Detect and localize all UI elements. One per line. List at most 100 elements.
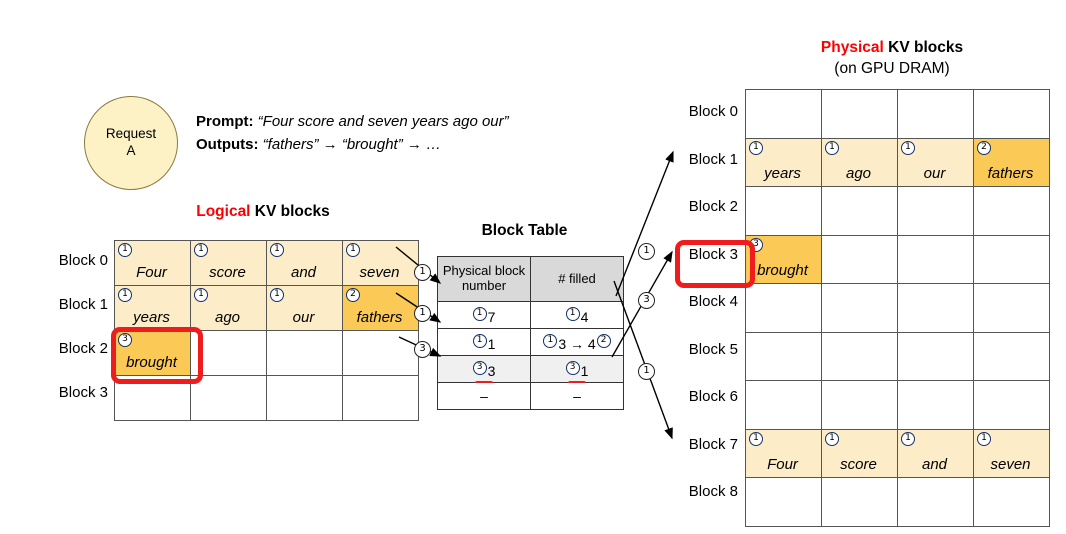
kv-token: and xyxy=(921,456,948,473)
step-number-badge: 1 xyxy=(825,431,839,446)
logical-row xyxy=(114,375,419,421)
cell-inner xyxy=(746,478,821,526)
cell-inner xyxy=(974,236,1049,284)
cell-inner xyxy=(746,90,821,138)
physical-cell: 1 seven xyxy=(973,428,1050,478)
physical-cell xyxy=(897,89,974,139)
step-number-badge: 1 xyxy=(118,288,132,302)
physical-row xyxy=(745,89,1050,139)
step-number-badge: 1 xyxy=(565,306,580,321)
arrow-step-badge: 1 xyxy=(414,305,431,322)
cell-inner xyxy=(898,90,973,138)
step-number-badge: 1 xyxy=(270,243,284,257)
physical-row-label: Block 4 xyxy=(688,293,738,310)
cell-inner xyxy=(191,331,266,375)
physical-cell xyxy=(745,477,822,527)
kv-token: our xyxy=(292,309,315,326)
step-number-badge: 3 xyxy=(749,237,763,252)
kv-token: our xyxy=(923,165,946,182)
physical-title-subtitle: (on GPU DRAM) xyxy=(834,59,950,77)
physical-cell xyxy=(821,234,898,284)
kv-token: seven xyxy=(990,456,1031,473)
physical-cell xyxy=(821,89,898,139)
block-table-title: Block Table xyxy=(481,222,568,239)
logical-cell: 1 seven xyxy=(342,240,419,286)
cell-inner xyxy=(822,478,897,526)
logical-cell: 1 ago xyxy=(190,285,267,331)
prompt-line: Prompt: “Four score and seven years ago … xyxy=(196,110,509,133)
kv-token: score xyxy=(840,456,877,473)
step-number-badge: 2 xyxy=(346,288,360,302)
physical-cell xyxy=(897,477,974,527)
physical-title-main: Physical KV blocks xyxy=(742,38,1042,59)
request-label-line2: A xyxy=(126,143,136,158)
arrow-step-badge: 3 xyxy=(638,292,655,309)
kv-token: ago xyxy=(214,309,241,326)
step-number-badge: 1 xyxy=(270,288,284,302)
kv-token: seven xyxy=(359,264,400,281)
block-table-text: 3 → 4 xyxy=(558,335,596,352)
step-number-badge: 1 xyxy=(472,333,487,348)
block-table-header-cell: # filled xyxy=(530,256,624,302)
physical-cell xyxy=(973,477,1050,527)
cell-inner xyxy=(822,90,897,138)
step-number-badge: 1 xyxy=(825,140,839,155)
physical-cell xyxy=(973,234,1050,284)
logical-cell: 1 our xyxy=(266,285,343,331)
step-number-badge: 1 xyxy=(472,306,487,321)
step-number-badge: 1 xyxy=(346,243,360,257)
step-number-badge: 1 xyxy=(194,243,208,257)
cell-inner xyxy=(898,187,973,235)
physical-cell xyxy=(745,380,822,430)
physical-cell xyxy=(745,186,822,236)
logical-cell xyxy=(266,330,343,376)
step-number-badge: 1 xyxy=(194,288,208,302)
step-number-badge: 1 xyxy=(118,243,132,257)
block-table-filled-cell: – xyxy=(530,382,624,410)
cell-inner xyxy=(898,381,973,429)
physical-cell xyxy=(821,380,898,430)
cell-inner xyxy=(267,331,342,375)
kv-token: years xyxy=(764,165,801,182)
logical-title-rest: KV blocks xyxy=(250,203,330,220)
physical-cell xyxy=(897,283,974,333)
arrow-blocktable-to-physical-block1 xyxy=(615,150,674,297)
physical-row-label: Block 6 xyxy=(688,388,738,405)
step-number-badge: 1 xyxy=(977,431,991,446)
block-table-text: 3 xyxy=(487,362,496,379)
cell-inner xyxy=(746,284,821,332)
outputs-text: “fathers” → “brought” → … xyxy=(262,136,442,154)
block-table-text: – xyxy=(573,388,581,404)
cell-inner xyxy=(974,90,1049,138)
physical-row-label: Block 5 xyxy=(688,340,738,358)
logical-cell xyxy=(342,375,419,421)
cell-inner: 1 ago xyxy=(191,286,266,330)
physical-cell xyxy=(973,331,1050,381)
logical-cell xyxy=(190,375,267,421)
